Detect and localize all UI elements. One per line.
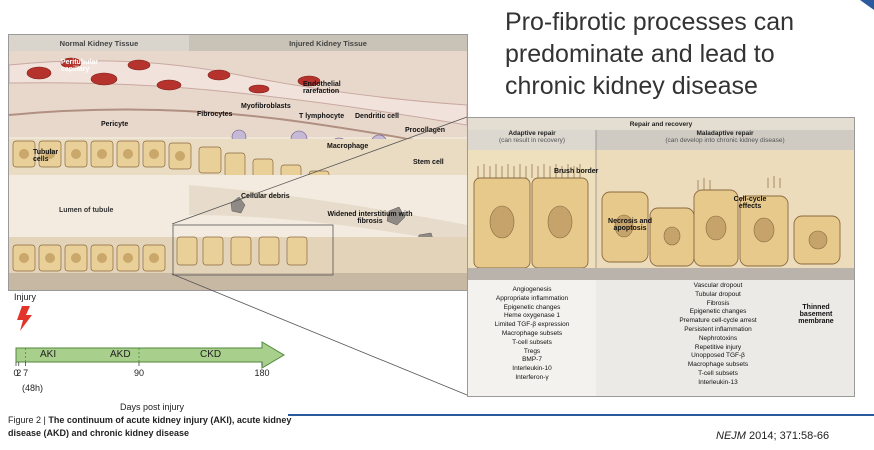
repair-recovery-panel: Repair and recovery bbox=[467, 117, 855, 397]
injury-bolt-icon bbox=[17, 306, 32, 331]
timeline-graphic bbox=[15, 306, 285, 369]
adaptive-factor-item: Epigenetic changes bbox=[503, 303, 561, 311]
maladaptive-repair-subtitle: (can develop into chronic kidney disease… bbox=[665, 137, 785, 144]
maladaptive-factor-item: Tubular dropout bbox=[695, 290, 741, 298]
header-injured-tissue: Injured Kidney Tissue bbox=[289, 38, 367, 48]
maladaptive-factor-item: Epigenetic changes bbox=[689, 308, 747, 316]
adaptive-repair-title: Adaptive repair bbox=[508, 130, 556, 137]
label-peritubular-capillary: Peritubular capillary bbox=[61, 59, 98, 73]
adaptive-factor-item: Macrophage subsets bbox=[501, 329, 563, 337]
slide-title: Pro-fibrotic processes can predominate a… bbox=[505, 8, 795, 100]
adaptive-factor-item: Heme oxygenase 1 bbox=[503, 312, 560, 320]
maladaptive-factor-item: Interleukin-13 bbox=[698, 378, 738, 386]
tissue-illustration bbox=[9, 35, 467, 290]
corner-logo-icon bbox=[860, 0, 874, 10]
figure-caption: Figure 2 | The continuum of acute kidney… bbox=[8, 414, 298, 440]
maladaptive-factor-item: Repetitive injury bbox=[694, 343, 742, 351]
adaptive-factor-item: Appropriate inflammation bbox=[495, 294, 569, 302]
repair-recovery-header: Repair and recovery bbox=[468, 118, 854, 130]
phase-label-akd: AKD bbox=[110, 349, 131, 360]
tick-label: 90 bbox=[134, 368, 145, 378]
label-endothelial-rarefaction: Endothelial rarefaction bbox=[303, 81, 341, 95]
adaptive-factor-item: Angiogenesis bbox=[512, 286, 552, 293]
citation: NEJM 2014; 371:58-66 bbox=[716, 430, 829, 442]
citation-ref: 2014; 371:58-66 bbox=[745, 430, 830, 442]
label-procollagen: Procollagen bbox=[405, 127, 446, 134]
maladaptive-factor-item: Fibrosis bbox=[706, 299, 730, 307]
caption-prefix: Figure 2 | bbox=[8, 415, 49, 425]
label-t-lymphocyte: T lymphocyte bbox=[299, 113, 345, 120]
label-necrosis-apoptosis: Necrosis and apoptosis bbox=[608, 218, 652, 232]
timeline-axis-label: Days post injury bbox=[120, 402, 185, 412]
adaptive-factor-item: Tregs bbox=[523, 347, 541, 355]
tick-note-48h: (48h) bbox=[22, 383, 44, 393]
label-widened-interstitium: Widened interstitium with fibrosis bbox=[327, 211, 413, 225]
phase-label-aki: AKI bbox=[40, 349, 57, 360]
repair-illustration bbox=[468, 130, 854, 396]
maladaptive-factor-item: Nephrotoxins bbox=[698, 334, 738, 342]
divider-line bbox=[288, 414, 874, 416]
tissue-illustration-panel: Normal Kidney Tissue Injured Kidney Tiss… bbox=[8, 34, 468, 291]
timeline-arrow-bar bbox=[15, 341, 285, 369]
phase-label-ckd: CKD bbox=[200, 349, 222, 360]
maladaptive-factor-item: Premature cell-cycle arrest bbox=[679, 317, 757, 325]
citation-journal: NEJM bbox=[716, 430, 746, 442]
label-dendritic-cell: Dendritic cell bbox=[355, 113, 399, 120]
maladaptive-factor-item: Unopposed TGF-β bbox=[691, 352, 745, 360]
label-thinned-basement-membrane: Thinned basement membrane bbox=[798, 304, 834, 325]
adaptive-factor-item: Limited TGF-β expression bbox=[494, 321, 570, 329]
label-fibrocytes: Fibrocytes bbox=[197, 111, 233, 118]
label-cell-cycle-effects: Cell-cycle effects bbox=[733, 196, 767, 210]
adaptive-factor-item: BMP-7 bbox=[522, 356, 542, 364]
adaptive-factor-item: Interleukin-10 bbox=[512, 365, 552, 373]
label-stem-cell: Stem cell bbox=[413, 159, 444, 166]
adaptive-factor-item: T-cell subsets bbox=[512, 338, 552, 346]
tick-label: 2 bbox=[16, 368, 22, 378]
header-normal-tissue: Normal Kidney Tissue bbox=[59, 38, 139, 48]
tick-label: 180 bbox=[254, 368, 270, 378]
maladaptive-factor-item: T-cell subsets bbox=[698, 369, 738, 377]
label-macrophage: Macrophage bbox=[327, 143, 369, 150]
maladaptive-repair-title: Maladaptive repair bbox=[696, 130, 754, 137]
label-brush-border: Brush border bbox=[554, 168, 599, 175]
tick-label: 0 bbox=[13, 368, 19, 378]
label-pericyte: Pericyte bbox=[101, 121, 129, 128]
maladaptive-factor-item: Macrophage subsets bbox=[687, 361, 749, 369]
label-cellular-debris: Cellular debris bbox=[241, 193, 290, 200]
label-lumen: Lumen of tubule bbox=[59, 207, 114, 214]
adaptive-repair-subtitle: (can result in recovery) bbox=[498, 137, 566, 144]
label-myofibroblasts: Myofibroblasts bbox=[241, 103, 291, 110]
maladaptive-repair-heading: Maladaptive repair (can develop into chr… bbox=[596, 130, 854, 150]
maladaptive-factor-item: Persistent inflammation bbox=[684, 325, 752, 333]
maladaptive-factor-item: Vascular dropout bbox=[693, 282, 743, 289]
tick-label: 7 bbox=[23, 368, 29, 378]
adaptive-repair-heading: Adaptive repair (can result in recovery) bbox=[468, 130, 596, 150]
label-tubular-cells: Tubular cells bbox=[33, 149, 59, 163]
injury-label: Injury bbox=[14, 292, 37, 302]
adaptive-factor-item: Interferon-γ bbox=[515, 373, 549, 381]
caption-text: The continuum of acute kidney injury (AK… bbox=[8, 415, 292, 438]
